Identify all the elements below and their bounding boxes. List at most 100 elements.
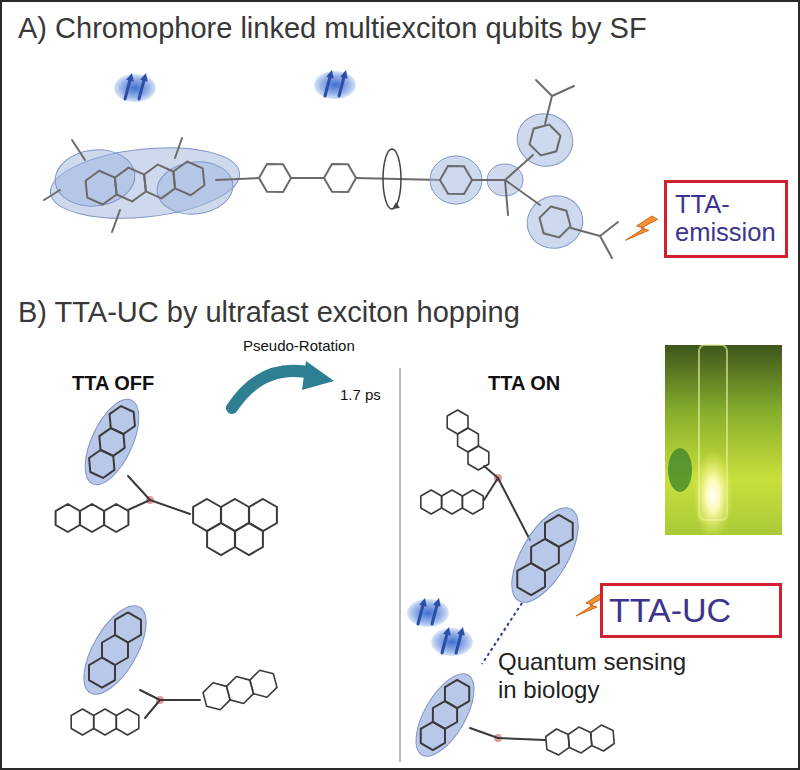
ring [463, 443, 494, 473]
spin-cloud [431, 628, 473, 656]
ring [84, 447, 120, 481]
note-label: Quantum sensing in biology [498, 648, 698, 703]
density-cloud [154, 158, 235, 218]
bond [112, 210, 120, 232]
spin-arrow-head [443, 627, 451, 636]
time-label: 1.7 ps [340, 386, 381, 403]
density-cloud [510, 106, 580, 174]
spin-arrow [432, 605, 437, 624]
spin-arrow [442, 634, 447, 653]
spin-arrow-head [457, 627, 465, 636]
bond [552, 86, 574, 96]
spin-icon [431, 628, 473, 656]
bond [484, 478, 498, 500]
emission-box: TTA- emission [664, 180, 788, 258]
acene-molecule [71, 709, 139, 735]
bond [498, 478, 530, 540]
ring [114, 166, 147, 203]
spin-arrow [125, 80, 130, 99]
ring [96, 631, 135, 669]
ring [421, 490, 442, 514]
ring [94, 425, 130, 459]
lightning-bolt [626, 216, 658, 240]
ring [524, 535, 566, 575]
acene-molecule [499, 498, 592, 613]
ring [172, 160, 205, 197]
bond [356, 178, 440, 180]
bond [470, 728, 498, 738]
spin-arrow [139, 80, 144, 99]
spin-arrow-head [419, 598, 427, 607]
bond [72, 140, 85, 160]
spin-arrow-head [340, 70, 348, 79]
acene-molecule [74, 392, 150, 493]
rotation-arrow-head [392, 202, 400, 209]
acene-molecule [85, 160, 206, 206]
bond [484, 466, 498, 478]
exciton-highlight [499, 498, 592, 613]
spin-cloud [114, 74, 156, 102]
box-label: TTA-UC [609, 592, 773, 629]
acene-molecule [442, 407, 494, 473]
spin-cloud [314, 71, 356, 99]
ring [71, 709, 94, 735]
rotation-arrow [232, 371, 312, 408]
exciton-highlight [71, 596, 158, 703]
bond [160, 699, 200, 701]
ring [442, 490, 463, 514]
photo-smear [668, 448, 692, 492]
bond [216, 178, 259, 180]
upconversion-glow [693, 451, 733, 539]
exciton-highlight [404, 665, 485, 765]
ring [80, 504, 104, 532]
ring [104, 504, 128, 532]
ring [207, 523, 235, 555]
ring [415, 718, 451, 753]
ring [104, 403, 140, 437]
box-label: TTA- emission [675, 191, 777, 246]
spin-cloud [407, 599, 449, 627]
acene-molecule [56, 504, 129, 532]
ring [537, 203, 572, 241]
ring [436, 159, 476, 201]
exciton-highlight [74, 392, 150, 493]
ring [235, 523, 263, 555]
ring [462, 490, 483, 514]
bond [505, 180, 540, 205]
bond [128, 500, 150, 510]
spin-arrow-head [126, 73, 134, 82]
ring [527, 121, 562, 159]
bond [145, 700, 160, 718]
bond [150, 500, 190, 514]
acene-molecule [404, 665, 485, 765]
ring [590, 724, 615, 752]
bond [505, 180, 508, 215]
spin-icon [407, 599, 449, 627]
ring [427, 698, 463, 733]
ring [439, 676, 475, 711]
ring [94, 709, 117, 735]
bond [600, 222, 618, 236]
bond [600, 236, 612, 258]
ring [510, 559, 552, 599]
acene-molecule [545, 724, 615, 756]
state-label: TTA OFF [72, 372, 154, 395]
acene-molecule [71, 596, 158, 703]
bond [128, 476, 150, 500]
ring [109, 609, 148, 647]
acene-molecule [421, 490, 483, 514]
spin-arrow [456, 634, 461, 653]
spin-arrow-head [326, 70, 334, 79]
bond [175, 138, 182, 158]
spin-arrow-head [140, 73, 148, 82]
bond [44, 190, 60, 200]
ring [568, 726, 593, 754]
spin-arrow [339, 77, 344, 96]
section-heading: A) Chromophore linked multiexciton qubit… [18, 12, 647, 45]
spin-arrow [418, 605, 423, 624]
acene-molecule [201, 667, 279, 713]
bond [140, 690, 160, 700]
upconversion-box: TTA-UC [600, 583, 782, 638]
